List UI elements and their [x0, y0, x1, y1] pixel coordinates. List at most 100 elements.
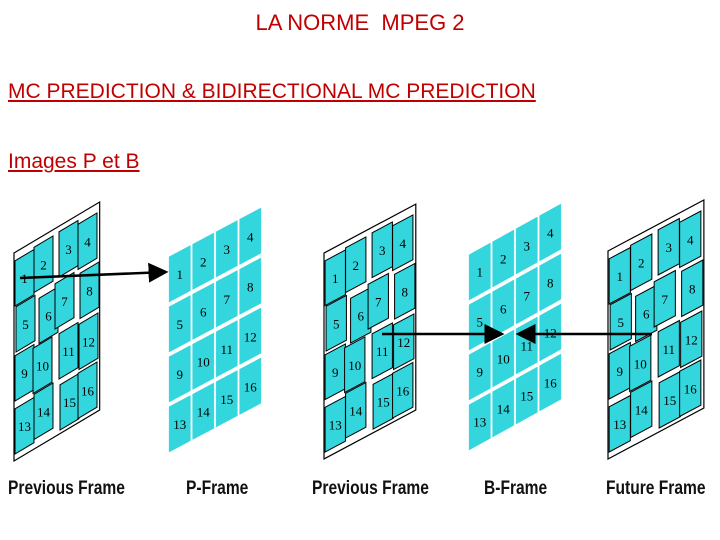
block-2 [630, 233, 653, 292]
block-label: 9 [332, 365, 339, 380]
block-label: 1 [617, 269, 624, 284]
block-9 [168, 345, 191, 403]
block-12 [78, 312, 99, 371]
block-label: 10 [497, 352, 510, 367]
block-5 [168, 295, 191, 353]
block-label: 2 [353, 258, 360, 273]
block-label: 8 [86, 283, 93, 298]
block-label: 11 [520, 339, 533, 354]
block-label: 15 [663, 393, 676, 408]
block-16 [679, 359, 702, 418]
block-label: 3 [65, 242, 72, 257]
block-label: 11 [220, 342, 233, 357]
block-label: 15 [63, 395, 76, 410]
block-7 [653, 269, 676, 328]
caption-future-frame: Future Frame [606, 478, 706, 499]
block-14 [192, 382, 215, 440]
block-label: 5 [333, 316, 340, 331]
block-1 [168, 245, 191, 303]
block-label: 15 [520, 389, 533, 404]
block-15 [372, 372, 394, 430]
block-14 [630, 380, 653, 439]
block-4 [77, 212, 98, 271]
block-15 [59, 372, 80, 431]
block-14 [492, 379, 515, 438]
block-label: 2 [200, 254, 207, 269]
block-15 [215, 370, 238, 428]
block-label: 7 [662, 292, 669, 307]
block-2 [345, 236, 367, 294]
block-4 [539, 203, 562, 262]
block-4 [239, 207, 262, 265]
block-label: 13 [473, 415, 486, 430]
block-label: 4 [547, 226, 554, 241]
block-label: 3 [524, 239, 531, 254]
block-12 [539, 303, 562, 362]
block-label: 7 [61, 294, 68, 309]
block-label: 8 [547, 276, 554, 291]
block-label: 13 [329, 417, 342, 432]
block-label: 12 [244, 329, 257, 344]
block-label: 11 [662, 342, 675, 357]
block-label: 8 [689, 281, 696, 296]
block-label: 12 [397, 335, 410, 350]
block-label: 14 [197, 404, 211, 419]
block-label: 8 [402, 284, 409, 299]
caption-b-frame: B-Frame [484, 478, 548, 499]
block-16 [392, 361, 414, 419]
block-14 [33, 382, 54, 441]
block-11 [215, 320, 238, 378]
block-5 [325, 294, 347, 352]
block-1 [608, 246, 631, 305]
block-16 [539, 353, 562, 412]
block-6 [38, 286, 59, 345]
block-13 [14, 396, 35, 455]
block-6 [492, 279, 515, 338]
block-4 [392, 214, 414, 272]
block-label: 7 [524, 289, 531, 304]
block-label: 5 [477, 315, 484, 330]
block-8 [394, 262, 416, 320]
block-label: 6 [500, 302, 507, 317]
caption-previous-frame-1: Previous Frame [8, 478, 125, 499]
block-label: 16 [544, 376, 558, 391]
block-label: 13 [18, 419, 31, 434]
block-2 [492, 229, 515, 288]
block-8 [539, 253, 562, 312]
block-label: 1 [477, 265, 484, 280]
block-12 [393, 313, 415, 371]
block-label: 5 [22, 317, 29, 332]
block-label: 1 [332, 271, 339, 286]
block-label: 12 [82, 334, 95, 349]
block-1 [468, 242, 491, 301]
caption-p-frame: P-Frame [186, 478, 249, 499]
block-8 [239, 257, 262, 315]
block-7 [215, 270, 238, 328]
section-heading: MC PREDICTION & BIDIRECTIONAL MC PREDICT… [8, 80, 536, 103]
block-16 [239, 357, 262, 415]
block-label: 4 [400, 236, 407, 251]
block-label: 6 [200, 304, 207, 319]
subsection-heading: Images P et B [8, 150, 140, 173]
block-10 [629, 334, 652, 393]
block-label: 1 [177, 267, 184, 282]
block-13 [468, 392, 491, 451]
block-label: 9 [177, 367, 184, 382]
block-9 [468, 342, 491, 401]
block-7 [367, 272, 389, 330]
block-11 [58, 321, 79, 380]
block-12 [680, 310, 703, 369]
block-label: 16 [244, 379, 258, 394]
block-label: 14 [635, 402, 649, 417]
block-label: 10 [197, 354, 210, 369]
block-14 [345, 381, 367, 439]
block-6 [635, 284, 658, 343]
block-label: 10 [36, 358, 49, 373]
block-label: 16 [81, 383, 95, 398]
caption-previous-frame-2: Previous Frame [312, 478, 429, 499]
